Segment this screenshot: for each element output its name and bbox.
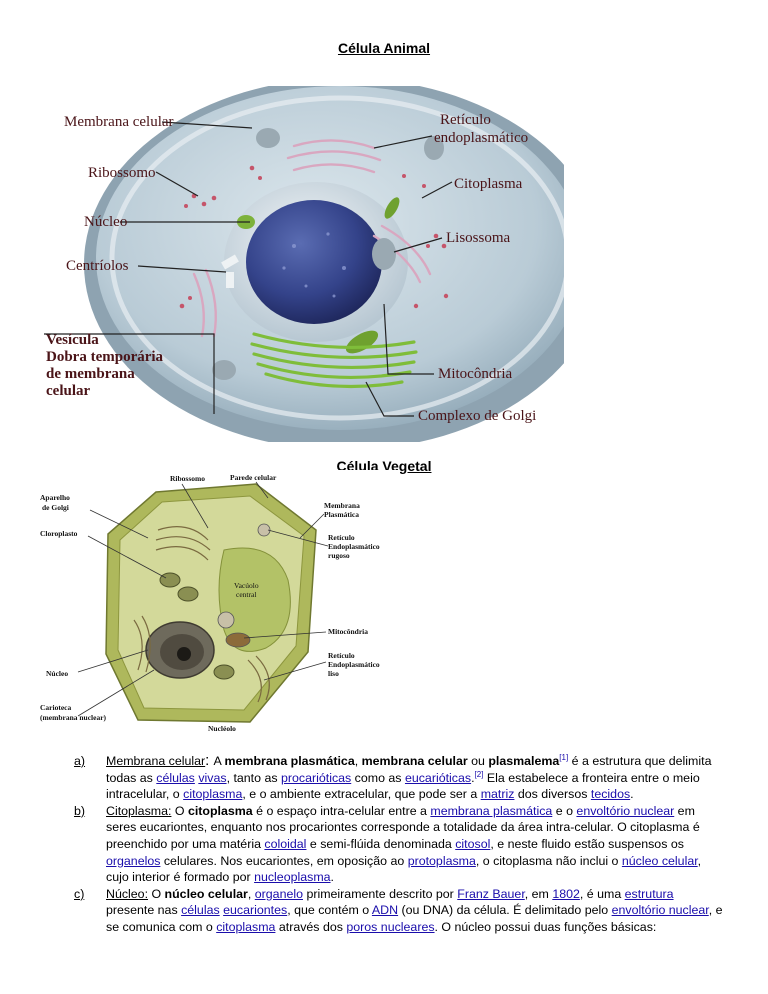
label-p-rel-3: liso bbox=[328, 669, 339, 678]
label-p-parede: Parede celular bbox=[230, 473, 277, 482]
term-nucleo: Núcleo: bbox=[106, 886, 149, 901]
list-item-nucleo: c)Núcleo: O núcleo celular, organelo pri… bbox=[74, 886, 723, 934]
reticulum-shape bbox=[192, 139, 432, 338]
link-envoltorio-nuclear[interactable]: envoltório nuclear bbox=[576, 803, 675, 818]
link-nucleo-celular[interactable]: núcleo celular bbox=[621, 853, 698, 868]
lysosome-shapes bbox=[212, 128, 444, 380]
reference-1-link[interactable]: [1] bbox=[559, 752, 569, 762]
list-marker-b: b) bbox=[74, 803, 86, 818]
label-p-ribossomo: Ribossomo bbox=[170, 474, 205, 483]
link-eucariontes[interactable]: eucariontes bbox=[223, 903, 288, 918]
label-citoplasma: Citoplasma bbox=[454, 176, 523, 192]
nucleus-shape bbox=[224, 182, 408, 342]
link-protoplasma[interactable]: protoplasma bbox=[407, 853, 476, 868]
label-p-rel-1: Retículo bbox=[328, 651, 355, 660]
link-celulas[interactable]: células bbox=[156, 770, 195, 785]
link-eucarioticas[interactable]: eucarióticas bbox=[404, 770, 472, 785]
label-p-rel-2: Endoplasmático bbox=[328, 660, 380, 669]
label-p-rer-3: rugoso bbox=[328, 551, 350, 560]
list-item-citoplasma: b)Citoplasma: O citoplasma é o espaço in… bbox=[74, 803, 702, 885]
plant-leader-lines bbox=[77, 481, 329, 717]
label-ribossomo: Ribossomo bbox=[88, 165, 156, 181]
reference-2-link[interactable]: [2] bbox=[474, 769, 484, 779]
link-tecidos[interactable]: tecidos bbox=[590, 787, 631, 802]
label-p-golgi-1: Aparelho bbox=[40, 493, 70, 502]
animal-leader-lines bbox=[44, 121, 453, 417]
animal-cell-labels: Membrana celular Ribossomo Núcleo Centrí… bbox=[46, 112, 536, 424]
label-centriolos: Centríolos bbox=[66, 258, 129, 274]
link-citoplasma-2[interactable]: citoplasma bbox=[216, 919, 276, 934]
label-p-cloroplasto: Cloroplasto bbox=[40, 529, 78, 538]
label-p-golgi-2: de Golgi bbox=[42, 503, 69, 512]
label-vesicula: Vesícula bbox=[46, 332, 99, 348]
plant-cell-diagram: Vacúolo central Ribossomo Parede celular bbox=[38, 470, 400, 732]
link-nucleoplasma[interactable]: nucleoplasma bbox=[254, 870, 331, 885]
link-procarioticas[interactable]: procarióticas bbox=[280, 770, 352, 785]
link-poros-nucleares[interactable]: poros nucleares bbox=[346, 919, 435, 934]
label-mitocondria: Mitocôndria bbox=[438, 366, 512, 382]
plant-nucleus bbox=[145, 621, 215, 679]
link-estrutura[interactable]: estrutura bbox=[624, 886, 674, 901]
link-franz-bauer[interactable]: Franz Bauer bbox=[457, 886, 525, 901]
label-membrana-celular: Membrana celular bbox=[64, 114, 174, 130]
label-nucleo: Núcleo bbox=[84, 214, 127, 230]
plant-organelles bbox=[217, 523, 271, 648]
label-p-membrana-1: Membrana bbox=[324, 501, 360, 510]
label-vesicula-desc-2: de membrana bbox=[46, 366, 135, 382]
golgi-shape bbox=[250, 332, 418, 389]
link-envoltorio-nuclear-2[interactable]: envoltório nuclear bbox=[611, 903, 709, 918]
label-vacuolo-2: central bbox=[236, 590, 256, 599]
label-vacuolo-1: Vacúolo bbox=[234, 581, 259, 590]
label-reticulo-2: endoplasmático bbox=[434, 130, 528, 146]
list-marker-a: a) bbox=[74, 754, 86, 768]
label-vesicula-desc-3: celular bbox=[46, 383, 90, 399]
link-matriz[interactable]: matriz bbox=[480, 787, 515, 802]
centriole-shape bbox=[221, 254, 239, 288]
link-organelo[interactable]: organelo bbox=[254, 886, 303, 901]
term-citoplasma: Citoplasma: bbox=[106, 803, 172, 818]
link-vivas[interactable]: vivas bbox=[198, 770, 227, 785]
link-organelos[interactable]: organelos bbox=[106, 853, 161, 868]
link-celulas-2[interactable]: células bbox=[181, 903, 220, 918]
label-complexo-golgi: Complexo de Golgi bbox=[418, 408, 536, 424]
link-coloidal[interactable]: coloidal bbox=[264, 836, 307, 851]
plant-vacuole: Vacúolo central bbox=[218, 547, 291, 652]
definitions-list: a)Membrana celular: A membrana plasmátic… bbox=[74, 752, 724, 936]
term-membrana-celular: Membrana celular bbox=[106, 754, 206, 768]
label-p-rer-2: Endoplasmático bbox=[328, 542, 380, 551]
label-p-mitocondria: Mitocôndria bbox=[328, 627, 368, 636]
label-p-membrana-2: Plasmática bbox=[324, 510, 359, 519]
label-p-carioteca-2: (membrana nuclear) bbox=[40, 713, 107, 722]
link-adn[interactable]: ADN bbox=[371, 903, 399, 918]
list-item-membrana: a)Membrana celular: A membrana plasmátic… bbox=[74, 752, 712, 802]
label-p-carioteca-1: Carioteca bbox=[40, 703, 71, 712]
heading-animal-cell: Célula Animal bbox=[337, 40, 431, 56]
label-p-rer-1: Retículo bbox=[328, 533, 355, 542]
link-citosol[interactable]: citosol bbox=[455, 836, 491, 851]
label-reticulo-1: Retículo bbox=[440, 112, 491, 128]
animal-cell-diagram: Membrana celular Ribossomo Núcleo Centrí… bbox=[44, 86, 564, 442]
label-p-nucleolo: Nucléolo bbox=[208, 724, 236, 732]
plant-er-lines bbox=[133, 526, 270, 703]
label-lisossoma: Lisossoma bbox=[446, 230, 511, 246]
label-p-nucleo: Núcleo bbox=[46, 669, 68, 678]
ribosome-dots bbox=[179, 165, 449, 309]
plant-cell-labels: Ribossomo Parede celular Aparelho de Gol… bbox=[40, 473, 380, 732]
link-citoplasma[interactable]: citoplasma bbox=[183, 787, 243, 802]
plant-chloroplasts bbox=[159, 572, 235, 680]
label-vesicula-desc-1: Dobra temporária bbox=[46, 349, 164, 365]
list-marker-c: c) bbox=[74, 886, 85, 901]
link-membrana-plasmatica[interactable]: membrana plasmática bbox=[430, 803, 553, 818]
link-1802[interactable]: 1802 bbox=[552, 886, 580, 901]
